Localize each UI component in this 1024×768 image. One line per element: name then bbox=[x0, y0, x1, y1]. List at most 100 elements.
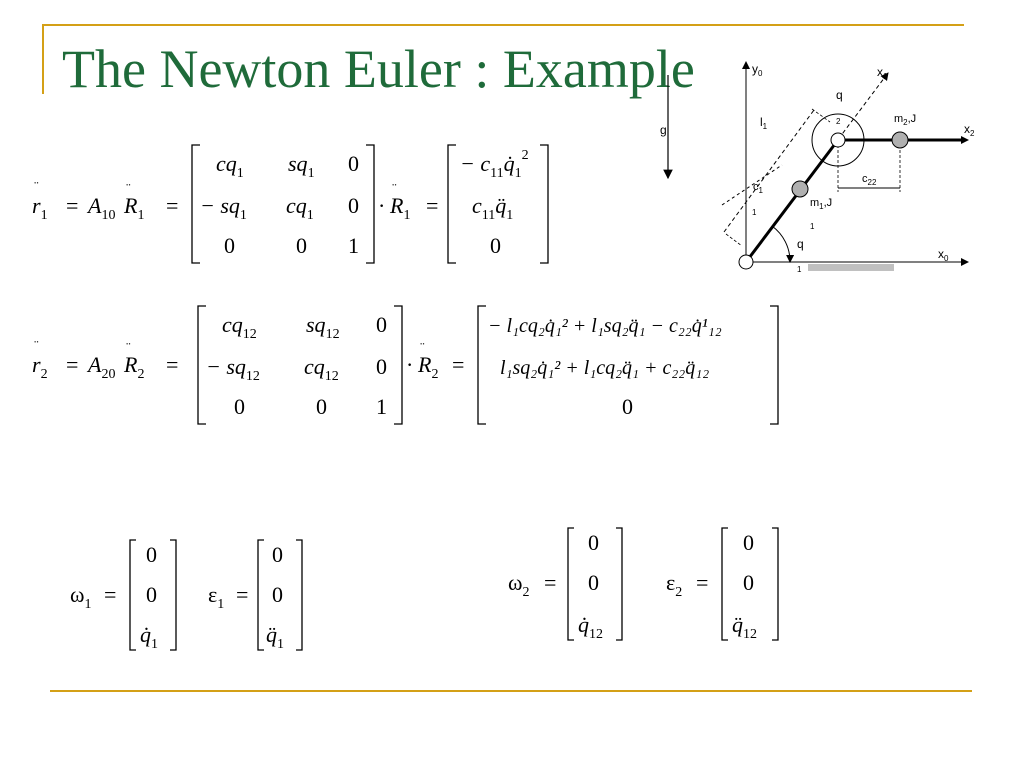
svg-text:0: 0 bbox=[490, 233, 501, 258]
bottom-rule bbox=[50, 690, 972, 692]
svg-text:=: = bbox=[544, 570, 556, 595]
m2-label: m2,J bbox=[894, 113, 916, 127]
x1-axis bbox=[745, 72, 889, 263]
svg-text:¨: ¨ bbox=[126, 341, 131, 356]
q2-label: q bbox=[836, 88, 843, 102]
c1-joint-sub: 1 bbox=[752, 208, 757, 217]
svg-text:=: = bbox=[66, 352, 78, 377]
gravity-label: g bbox=[660, 123, 667, 137]
svg-text:cq1: cq1 bbox=[286, 193, 314, 223]
svg-text:R1: R1 bbox=[389, 193, 410, 223]
svg-text:0: 0 bbox=[316, 394, 327, 419]
q2-sub: 2 bbox=[836, 117, 841, 126]
l1-label: l1 bbox=[760, 115, 768, 131]
svg-text:¨: ¨ bbox=[126, 182, 131, 197]
svg-text:0: 0 bbox=[743, 570, 754, 595]
svg-text:0: 0 bbox=[622, 394, 633, 419]
svg-text:0: 0 bbox=[743, 530, 754, 555]
svg-text:0: 0 bbox=[272, 542, 283, 567]
svg-text:q̈1: q̈1 bbox=[266, 622, 284, 652]
svg-text:0: 0 bbox=[234, 394, 245, 419]
svg-text:=: = bbox=[104, 582, 116, 607]
svg-text:=: = bbox=[166, 352, 178, 377]
svg-text:l₁sq₂q̇₁² + l₁cq₂q̈₁ + c₂₂q̈₁₂: l₁sq₂q̇₁² + l₁cq₂q̈₁ + c₂₂q̈₁₂ bbox=[500, 357, 709, 379]
joint-elbow bbox=[830, 132, 846, 148]
r1-symbol: r1 bbox=[32, 193, 48, 223]
q1-sub: 1 bbox=[810, 222, 815, 231]
svg-text:R2: R2 bbox=[417, 352, 438, 382]
svg-text:ε1: ε1 bbox=[208, 582, 224, 612]
svg-text:ω2: ω2 bbox=[508, 570, 529, 600]
svg-text:ε2: ε2 bbox=[666, 570, 682, 600]
svg-text:1: 1 bbox=[348, 233, 359, 258]
ground-block bbox=[808, 264, 894, 271]
svg-text:·: · bbox=[378, 193, 385, 218]
equation-r2: r2 ¨ = A20 R2 ¨ = cq12 sq12 0 − sq12 cq1… bbox=[32, 305, 779, 425]
svg-text:¨: ¨ bbox=[34, 180, 39, 195]
svg-text:c11q̈1: c11q̈1 bbox=[472, 193, 513, 223]
svg-text:0: 0 bbox=[376, 312, 387, 337]
svg-text:q̇12: q̇12 bbox=[578, 612, 603, 642]
svg-text:=: = bbox=[66, 193, 78, 218]
svg-text:0: 0 bbox=[588, 530, 599, 555]
svg-text:ω1: ω1 bbox=[70, 582, 91, 612]
omega-eps-1: ω1 = 0 0 q̇1 ε1 = 0 0 q̈1 bbox=[70, 539, 303, 652]
svg-text:q̇1: q̇1 bbox=[140, 622, 158, 652]
R1-symbol: R1 bbox=[123, 193, 144, 223]
A10-symbol: A10 bbox=[86, 193, 115, 223]
svg-text:cq12: cq12 bbox=[222, 312, 257, 342]
link-1 bbox=[744, 139, 840, 263]
svg-text:0: 0 bbox=[348, 151, 359, 176]
svg-text:cq1: cq1 bbox=[216, 151, 244, 181]
svg-text:=: = bbox=[426, 193, 438, 218]
svg-text:¨: ¨ bbox=[392, 182, 397, 197]
svg-text:0: 0 bbox=[376, 354, 387, 379]
svg-text:=: = bbox=[236, 582, 248, 607]
mass-1 bbox=[791, 180, 809, 198]
x2-label: x2 bbox=[964, 122, 975, 138]
svg-text:1: 1 bbox=[376, 394, 387, 419]
svg-text:− sq12: − sq12 bbox=[206, 354, 260, 384]
l1-dimension bbox=[723, 109, 815, 233]
svg-text:=: = bbox=[166, 193, 178, 218]
svg-text:q̈12: q̈12 bbox=[732, 612, 757, 642]
left-rule bbox=[42, 24, 44, 94]
svg-text:·: · bbox=[406, 352, 413, 377]
svg-text:A20: A20 bbox=[86, 352, 115, 382]
svg-text:sq12: sq12 bbox=[306, 312, 340, 342]
svg-text:0: 0 bbox=[588, 570, 599, 595]
x1-label: x1 bbox=[877, 65, 888, 81]
c22-label: c22 bbox=[862, 173, 877, 187]
svg-text:sq1: sq1 bbox=[288, 151, 315, 181]
robot-arm-diagram: g y0 x0 1 x1 x2 l1 c1 1 c22 q 2 q 1 m1,J… bbox=[660, 61, 975, 274]
c1-label: c1 bbox=[753, 181, 764, 195]
svg-text:cq12: cq12 bbox=[304, 354, 339, 384]
svg-text:− c11q̇12: − c11q̇12 bbox=[460, 148, 529, 181]
q1-arc bbox=[771, 225, 795, 263]
q1-joint-sub: 1 bbox=[797, 265, 802, 274]
top-rule bbox=[42, 24, 964, 26]
joint-base bbox=[738, 254, 754, 270]
svg-text:¨: ¨ bbox=[420, 341, 425, 356]
m1-label: m1,J bbox=[810, 197, 832, 211]
svg-text:− l₁cq₂q̇₁² + l₁sq₂q̈₁ − c₂₂q̇: − l₁cq₂q̇₁² + l₁sq₂q̈₁ − c₂₂q̇¹₁₂ bbox=[488, 315, 722, 337]
svg-text:0: 0 bbox=[146, 582, 157, 607]
svg-text:=: = bbox=[696, 570, 708, 595]
q2-arc bbox=[811, 113, 865, 167]
equation-r1: r1 ¨ = A10 R1 ¨ = cq1 sq1 0 − sq1 cq1 0 … bbox=[32, 144, 549, 264]
svg-text:0: 0 bbox=[348, 193, 359, 218]
svg-text:r2: r2 bbox=[32, 352, 48, 382]
q1-label: q bbox=[797, 237, 804, 251]
svg-text:0: 0 bbox=[272, 582, 283, 607]
svg-text:0: 0 bbox=[224, 233, 235, 258]
mass-2 bbox=[891, 131, 909, 149]
y0-label: y0 bbox=[752, 62, 763, 78]
c1-dimension bbox=[721, 164, 783, 206]
svg-text:R2: R2 bbox=[123, 352, 144, 382]
omega-eps-2: ω2 = 0 0 q̇12 ε2 = 0 0 q̈12 bbox=[508, 527, 779, 642]
x0-label: x0 bbox=[938, 247, 949, 263]
svg-text:− sq1: − sq1 bbox=[200, 193, 247, 223]
slide-title: The Newton Euler : Example bbox=[62, 39, 695, 99]
svg-text:¨: ¨ bbox=[34, 339, 39, 354]
svg-text:0: 0 bbox=[146, 542, 157, 567]
